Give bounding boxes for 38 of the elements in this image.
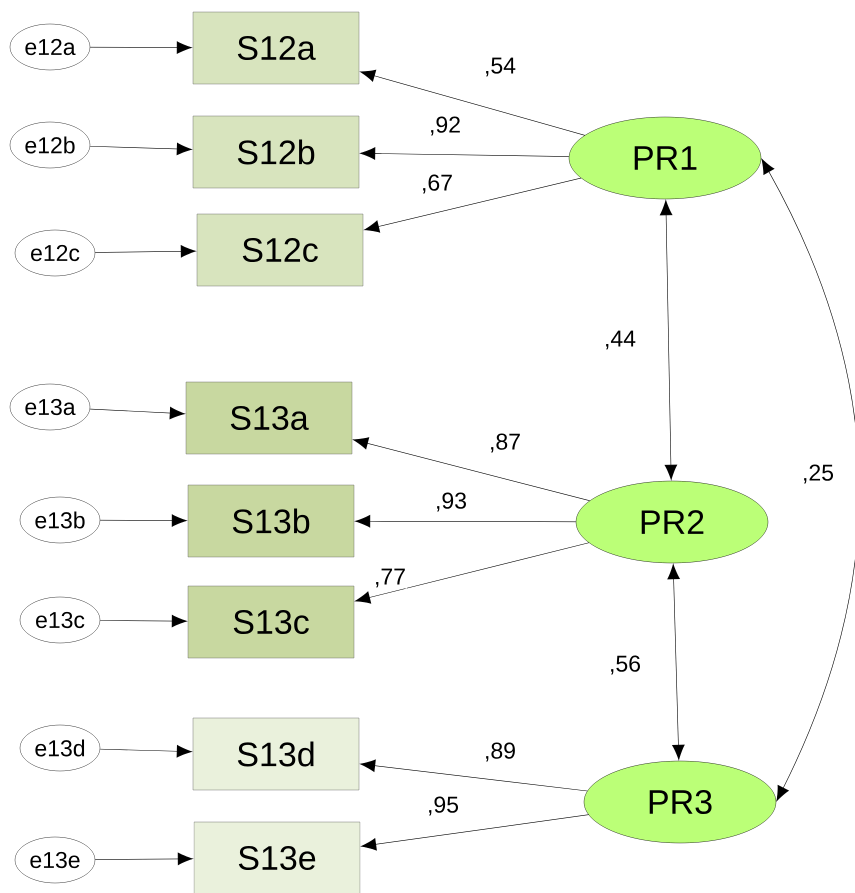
arrow [353,437,590,502]
arrow [360,760,588,792]
edge-label: ,89 [483,742,517,762]
arrow [360,70,586,136]
indicator-box: S13e [194,822,360,893]
edge-label: ,67 [420,174,454,194]
arrow [90,142,192,156]
edge-label: ,56 [608,654,642,676]
arrow [100,514,187,527]
arrow [100,614,187,628]
indicator-box: S13c [188,586,354,658]
arrow [90,41,192,54]
edge-label: ,25 [801,464,835,484]
edge-label: ,54 [483,56,517,78]
indicator-box: S13b [188,484,354,558]
arrow [667,564,685,760]
arrow [355,542,590,604]
edge-label: ,77 [373,568,407,588]
arrow [360,147,570,160]
indicator-box: S12b [192,116,360,188]
arrow [94,852,193,866]
edge-label: ,93 [434,492,468,512]
edge-label: ,44 [603,330,637,350]
indicator-box: S13a [186,382,352,454]
arrow [761,158,855,802]
arrow [94,245,196,258]
indicator-box: S12a [192,12,360,84]
arrow [100,745,192,758]
arrow [361,814,589,851]
edge-label: ,92 [428,116,462,136]
indicator-box: S12c [196,214,364,286]
edge-label: ,95 [426,796,460,816]
indicator-box: S13d [192,718,360,790]
arrow [660,200,678,480]
arrow [90,406,185,420]
edge-label: ,87 [488,432,522,454]
arrow [364,178,582,233]
arrow [355,515,576,528]
